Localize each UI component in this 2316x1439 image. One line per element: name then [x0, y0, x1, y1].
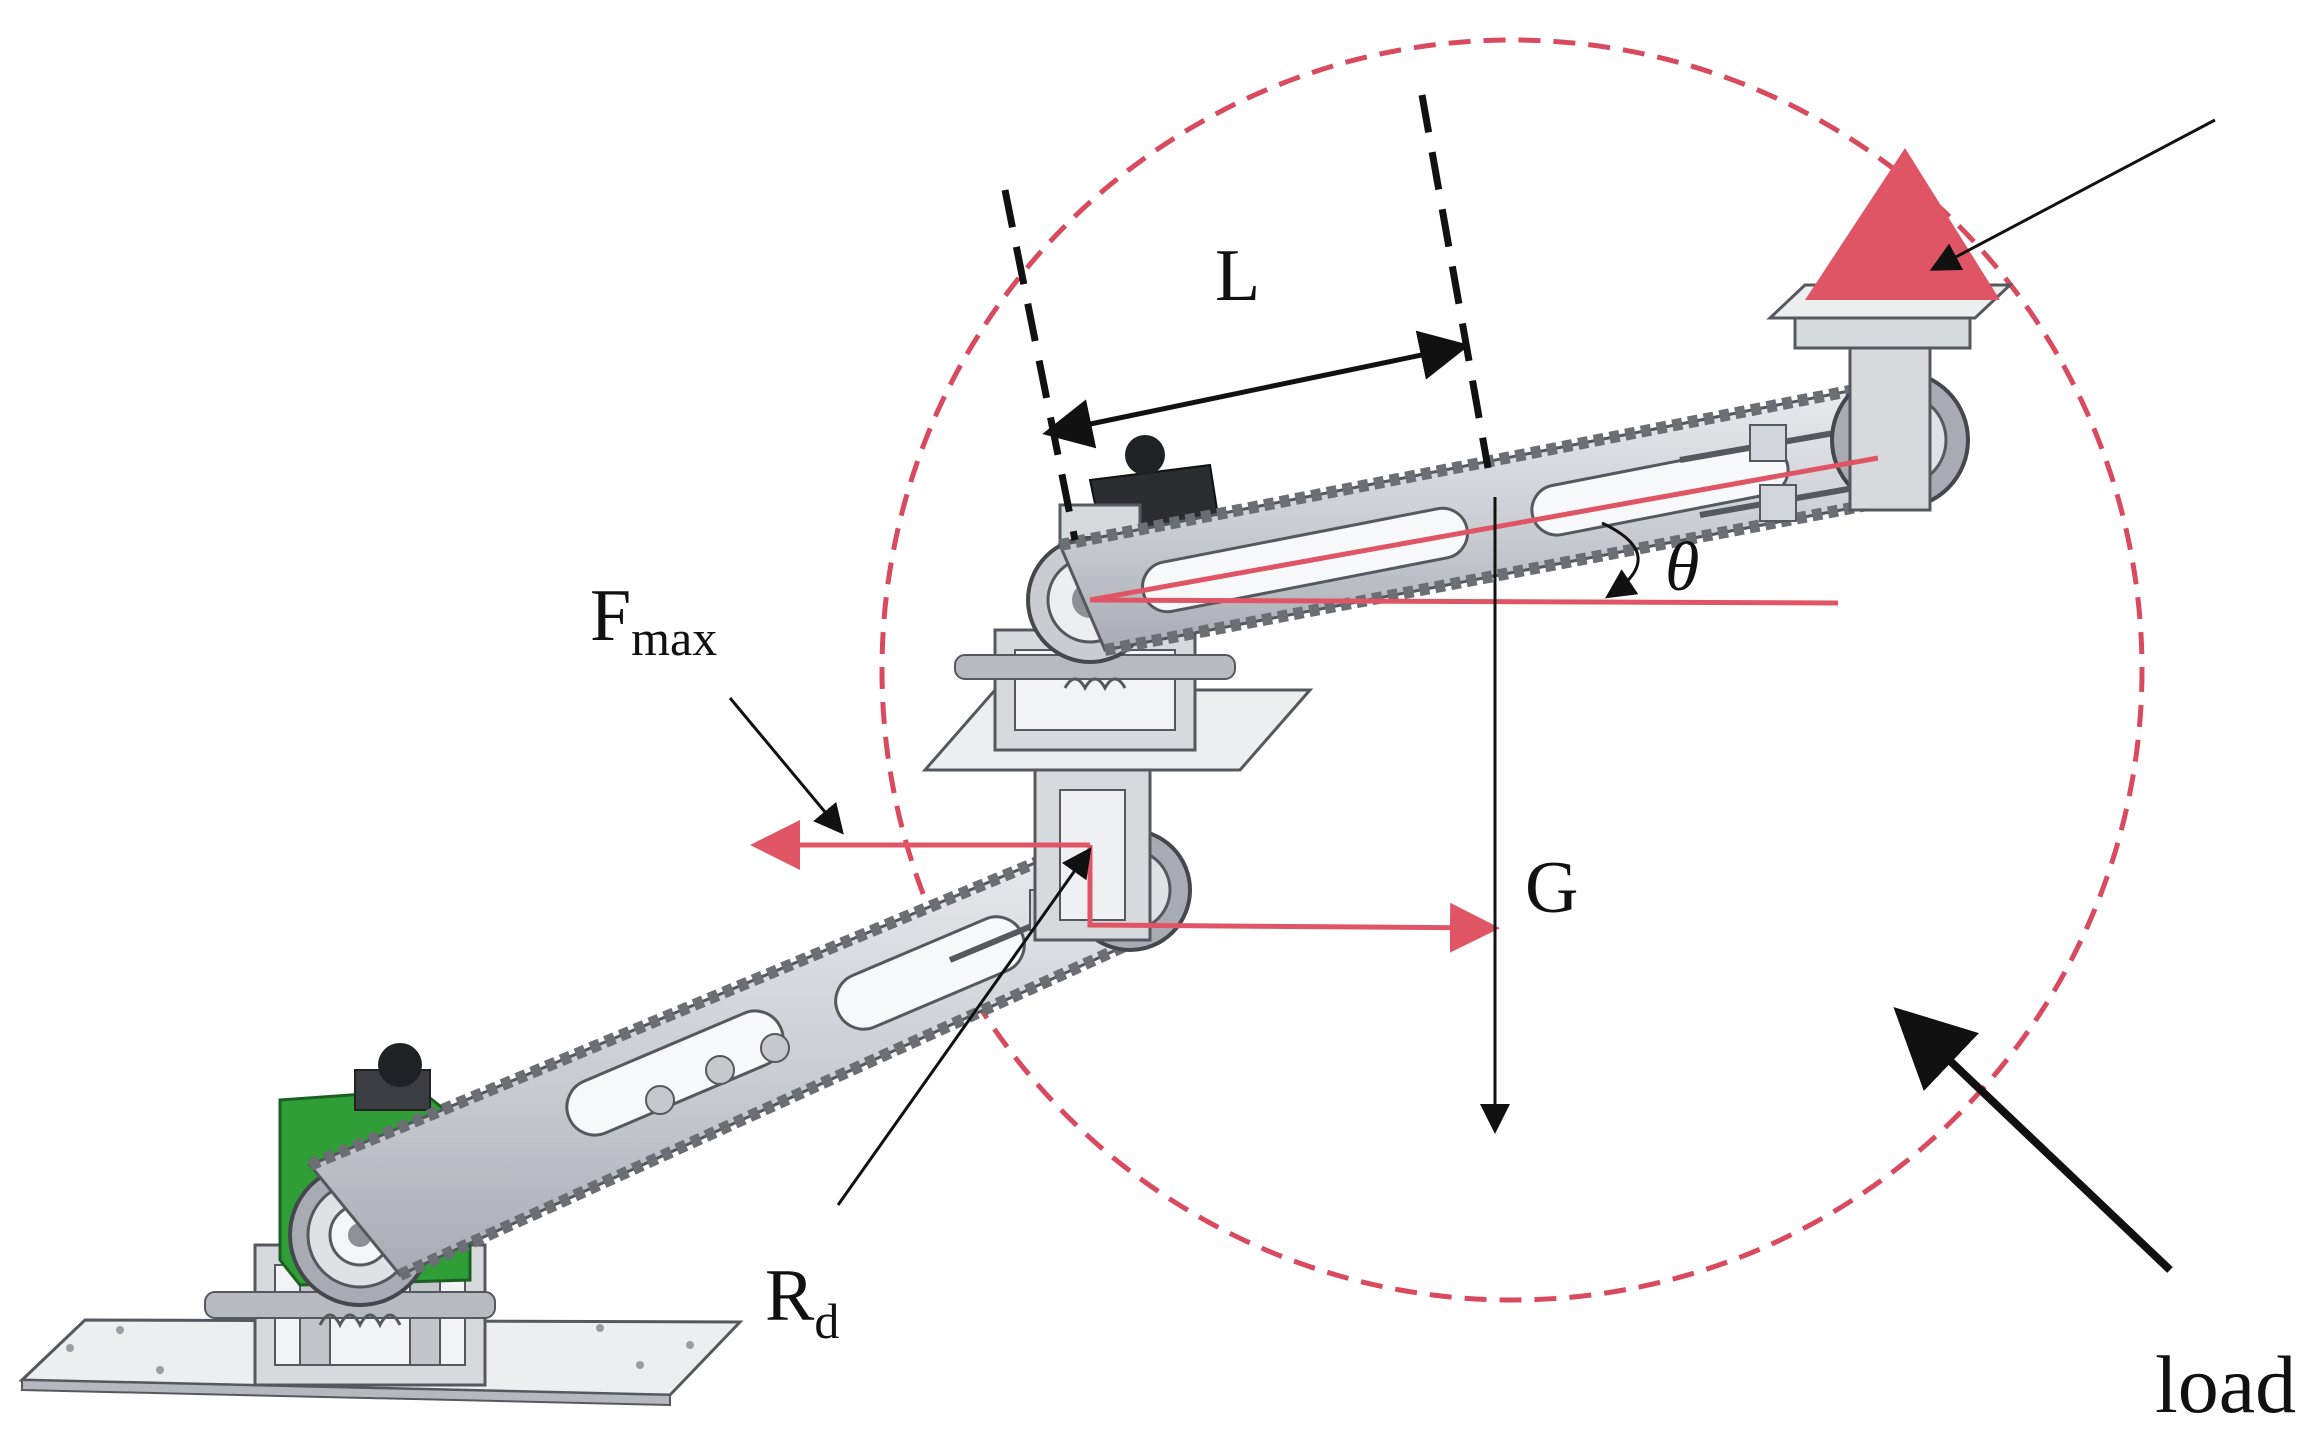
theta-angle-arc	[1601, 521, 1640, 599]
workspace-dashed-circle	[879, 37, 2145, 1303]
rd-pointer-line	[836, 847, 1092, 1206]
lower-motor-knob	[378, 1043, 422, 1087]
fmax-pointer-line	[728, 697, 844, 835]
label-fmax-main: F	[590, 575, 631, 657]
label-load: load	[2155, 1339, 2296, 1430]
horizontal-reference-line	[1089, 597, 1839, 606]
upper-arm-centerline	[1089, 455, 1879, 603]
label-rd-main: R	[765, 1255, 815, 1337]
label-rd: Rd	[765, 1255, 839, 1349]
label-rd-sub: d	[814, 1293, 839, 1349]
length-reference-lines	[1001, 94, 1492, 541]
upper-motor-knob	[1125, 435, 1165, 475]
label-fmax: Fmax	[590, 575, 717, 666]
length-dimension-arrow	[1042, 330, 1470, 449]
load-pointer-line	[1929, 118, 2216, 271]
upper-arm-link	[1057, 283, 2014, 656]
load-region-arrow	[1893, 1006, 2173, 1273]
label-gravity: G	[1525, 847, 1578, 929]
load-triangle	[1805, 148, 2000, 300]
label-theta: θ	[1665, 529, 1699, 606]
label-fmax-sub: max	[631, 610, 717, 666]
label-length: L	[1215, 235, 1260, 317]
